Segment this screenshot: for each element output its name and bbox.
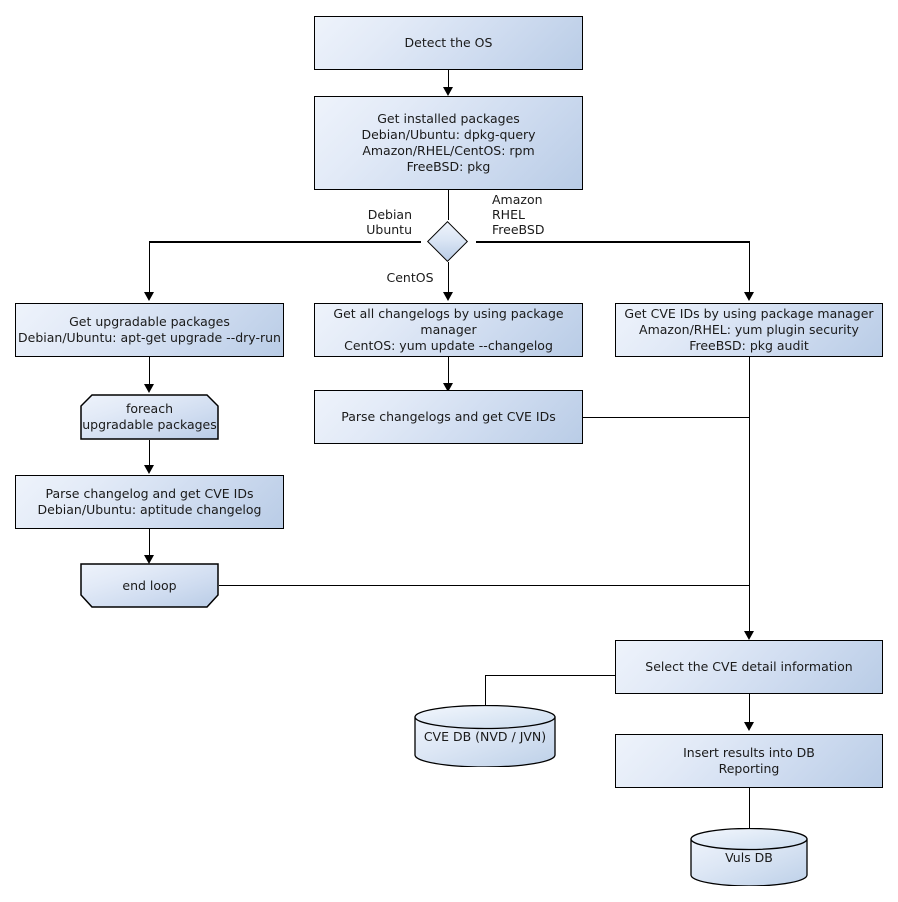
connector-installed-to-decision xyxy=(447,190,449,220)
node-parse-changelog-one[interactable]: Parse changelog and get CVE IDs Debian/U… xyxy=(15,475,284,529)
edge-label-centos: CentOS xyxy=(386,270,434,285)
edge-label-amazon-rhel-freebsd: Amazon RHEL FreeBSD xyxy=(492,192,545,237)
connector-cveids-to-select xyxy=(748,357,750,633)
node-get-upgradable-packages-label: Get upgradable packages Debian/Ubuntu: a… xyxy=(18,314,281,345)
connector-decision-left-vertical xyxy=(148,241,150,293)
connector-allchangelogs-to-parse xyxy=(447,357,449,390)
node-foreach-loop-label: foreach upgradable packages xyxy=(82,401,217,432)
arrowhead-to-get-all-changelogs xyxy=(442,292,453,301)
vuls-db-cylinder-shape xyxy=(690,827,808,887)
arrowhead-to-select-cve-detail xyxy=(743,631,754,640)
node-get-cve-ids-package-manager[interactable]: Get CVE IDs by using package manager Ama… xyxy=(615,303,883,357)
arrowhead-to-parse-changelogs xyxy=(442,383,453,392)
connector-decision-right-vertical xyxy=(748,241,750,293)
node-foreach-loop[interactable]: foreach upgradable packages xyxy=(80,394,219,440)
connector-cvedb-vertical xyxy=(484,675,486,711)
arrowhead-to-foreach xyxy=(143,384,154,393)
node-get-upgradable-packages[interactable]: Get upgradable packages Debian/Ubuntu: a… xyxy=(15,303,284,357)
connector-upgradable-to-foreach xyxy=(148,357,150,385)
loop-start-shape xyxy=(80,394,219,440)
node-parse-changelog-one-label: Parse changelog and get CVE IDs Debian/U… xyxy=(37,486,262,517)
connector-parsechangelogs-to-trunk xyxy=(583,416,750,418)
node-detect-os[interactable]: Detect the OS xyxy=(314,16,583,70)
node-get-installed-packages-label: Get installed packages Debian/Ubuntu: dp… xyxy=(361,111,536,174)
node-parse-changelogs-label: Parse changelogs and get CVE IDs xyxy=(341,409,556,424)
arrowhead-to-get-upgradable xyxy=(143,292,154,301)
arrowhead-to-get-installed xyxy=(442,87,453,96)
node-get-all-changelogs[interactable]: Get all changelogs by using package mana… xyxy=(314,303,583,357)
connector-decision-right-horizontal xyxy=(476,241,750,243)
connector-parse-to-endloop xyxy=(148,529,150,558)
connector-insert-to-vulsdb xyxy=(748,788,750,828)
connector-select-to-insert xyxy=(748,694,750,724)
edge-label-debian-ubuntu: Debian Ubuntu xyxy=(366,207,412,237)
node-detect-os-label: Detect the OS xyxy=(404,35,493,50)
arrowhead-to-end-loop xyxy=(143,555,154,564)
loop-end-shape xyxy=(80,563,219,608)
arrowhead-to-get-cve-ids xyxy=(743,292,754,301)
node-insert-results-label: Insert results into DB Reporting xyxy=(683,745,815,776)
connector-decision-left-horizontal xyxy=(149,241,421,243)
node-vuls-db[interactable]: Vuls DB xyxy=(690,827,808,887)
cve-db-cylinder-shape xyxy=(414,704,556,768)
node-cve-db-label: CVE DB (NVD / JVN) xyxy=(423,728,547,744)
connector-cvedb-horizontal xyxy=(484,674,616,676)
node-select-cve-detail-label: Select the CVE detail information xyxy=(645,659,853,674)
arrowhead-to-insert-results xyxy=(743,722,754,731)
node-get-cve-ids-package-manager-label: Get CVE IDs by using package manager Ama… xyxy=(624,306,874,353)
node-os-decision[interactable] xyxy=(426,220,469,263)
node-vuls-db-label: Vuls DB xyxy=(725,849,773,865)
connector-decision-down xyxy=(447,262,449,293)
node-cve-db[interactable]: CVE DB (NVD / JVN) xyxy=(414,704,556,768)
node-get-installed-packages[interactable]: Get installed packages Debian/Ubuntu: dp… xyxy=(314,96,583,190)
arrowhead-to-parse-changelog-one xyxy=(143,465,154,474)
node-end-loop-label: end loop xyxy=(122,577,177,593)
node-select-cve-detail[interactable]: Select the CVE detail information xyxy=(615,640,883,694)
node-get-all-changelogs-label: Get all changelogs by using package mana… xyxy=(333,306,564,353)
connector-foreach-to-parse xyxy=(148,440,150,468)
connector-endloop-to-trunk xyxy=(219,584,750,586)
node-end-loop[interactable]: end loop xyxy=(80,563,219,608)
node-parse-changelogs[interactable]: Parse changelogs and get CVE IDs xyxy=(314,390,583,444)
node-insert-results[interactable]: Insert results into DB Reporting xyxy=(615,734,883,788)
connector-detect-to-installed xyxy=(447,70,449,94)
